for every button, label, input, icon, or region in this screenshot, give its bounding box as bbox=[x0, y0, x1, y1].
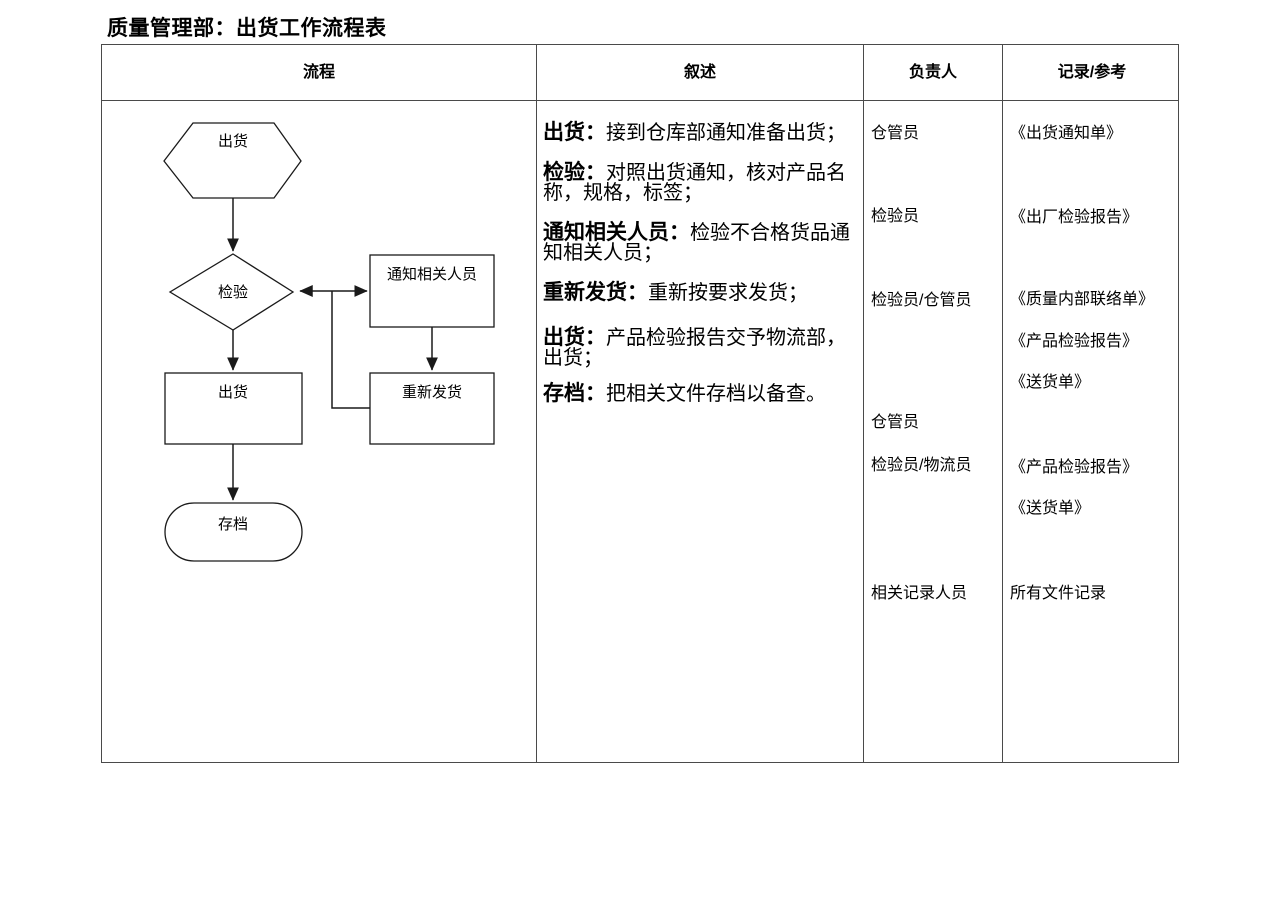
narrative-text: 重新按要求发货； bbox=[648, 282, 808, 304]
record-item: 所有文件记录 bbox=[1010, 585, 1107, 602]
flow-reship-label: 重新发货 bbox=[402, 384, 462, 401]
responsible-item: 检验员/仓管员 bbox=[871, 292, 972, 309]
flow-archive-stadium bbox=[164, 502, 303, 562]
narrative-paragraph: 重新发货：重新按要求发货； bbox=[543, 281, 860, 304]
record-item: 《出厂检验报告》 bbox=[1010, 209, 1139, 226]
column-divider bbox=[863, 45, 864, 762]
flow-start-hexagon bbox=[163, 122, 302, 199]
responsible-item: 仓管员 bbox=[871, 125, 920, 142]
narrative-paragraph: 出货：产品检验报告交予物流部，出货； bbox=[543, 326, 860, 369]
narrative-paragraph: 检验：对照出货通知，核对产品名称，规格，标签； bbox=[543, 161, 860, 204]
edge-reship-loop bbox=[331, 291, 370, 409]
record-item: 《送货单》 bbox=[1010, 500, 1091, 517]
record-item: 《产品检验报告》 bbox=[1010, 333, 1139, 350]
record-item: 《出货通知单》 bbox=[1010, 125, 1123, 142]
header-records: 记录/参考 bbox=[1057, 64, 1127, 81]
record-item: 《产品检验报告》 bbox=[1010, 459, 1139, 476]
responsible-item: 相关记录人员 bbox=[871, 585, 968, 602]
narrative-text: 产品检验报告交予物流部，出货； bbox=[543, 327, 846, 369]
flow-notify-box bbox=[369, 254, 495, 328]
flow-inspect-diamond bbox=[168, 253, 295, 331]
narrative-paragraph: 出货：接到仓库部通知准备出货； bbox=[543, 121, 860, 144]
record-item: 《送货单》 bbox=[1010, 374, 1091, 391]
flow-ship-box bbox=[164, 372, 303, 445]
workflow-table: 流程 叙述 负责人 记录/参考 bbox=[101, 44, 1179, 763]
narrative-text: 检验不合格货品通知相关人员； bbox=[543, 222, 850, 264]
responsible-cell: 仓管员 检验员 检验员/仓管员 仓管员 检验员/物流员 相关记录人员 bbox=[864, 45, 1002, 762]
column-divider bbox=[536, 45, 537, 762]
flow-reship-box bbox=[369, 372, 495, 445]
flow-notify-label: 通知相关人员 bbox=[387, 266, 477, 283]
narrative-text: 接到仓库部通知准备出货； bbox=[606, 122, 846, 144]
responsible-item: 检验员/物流员 bbox=[871, 457, 972, 474]
records-cell: 《出货通知单》 《出厂检验报告》 《质量内部联络单》 《产品检验报告》 《送货单… bbox=[1003, 45, 1181, 762]
responsible-item: 检验员 bbox=[871, 208, 920, 225]
flow-archive-label: 存档 bbox=[218, 516, 248, 533]
header-responsible: 负责人 bbox=[908, 64, 957, 81]
record-item: 《质量内部联络单》 bbox=[1010, 291, 1155, 308]
narrative-term: 通知相关人员： bbox=[543, 221, 690, 244]
flow-start-label: 出货 bbox=[218, 133, 248, 150]
header-description: 叙述 bbox=[683, 64, 716, 81]
responsible-item: 仓管员 bbox=[871, 414, 920, 431]
flowchart: 出货 检验 通知相关人员 重新发货 出货 存档 bbox=[163, 122, 495, 562]
page-title: 质量管理部：出货工作流程表 bbox=[107, 17, 387, 40]
narrative-text: 对照出货通知，核对产品名称，规格，标签； bbox=[543, 162, 846, 204]
narrative-cell: 出货：接到仓库部通知准备出货； 检验：对照出货通知，核对产品名称，规格，标签； … bbox=[537, 45, 863, 762]
narrative-term: 出货： bbox=[543, 121, 606, 144]
narrative-term: 检验： bbox=[543, 161, 606, 184]
narrative-paragraph: 存档：把相关文件存档以备查。 bbox=[543, 382, 860, 405]
header-process: 流程 bbox=[302, 64, 335, 81]
narrative-term: 出货： bbox=[543, 326, 606, 349]
narrative-term: 存档： bbox=[543, 382, 606, 405]
header-divider bbox=[102, 100, 1178, 101]
flow-ship-label: 出货 bbox=[218, 384, 248, 401]
column-divider bbox=[1002, 45, 1003, 762]
narrative-paragraph: 通知相关人员：检验不合格货品通知相关人员； bbox=[543, 221, 860, 264]
narrative-term: 重新发货： bbox=[543, 281, 648, 304]
narrative-text: 把相关文件存档以备查。 bbox=[606, 383, 826, 405]
flow-inspect-label: 检验 bbox=[218, 284, 248, 301]
